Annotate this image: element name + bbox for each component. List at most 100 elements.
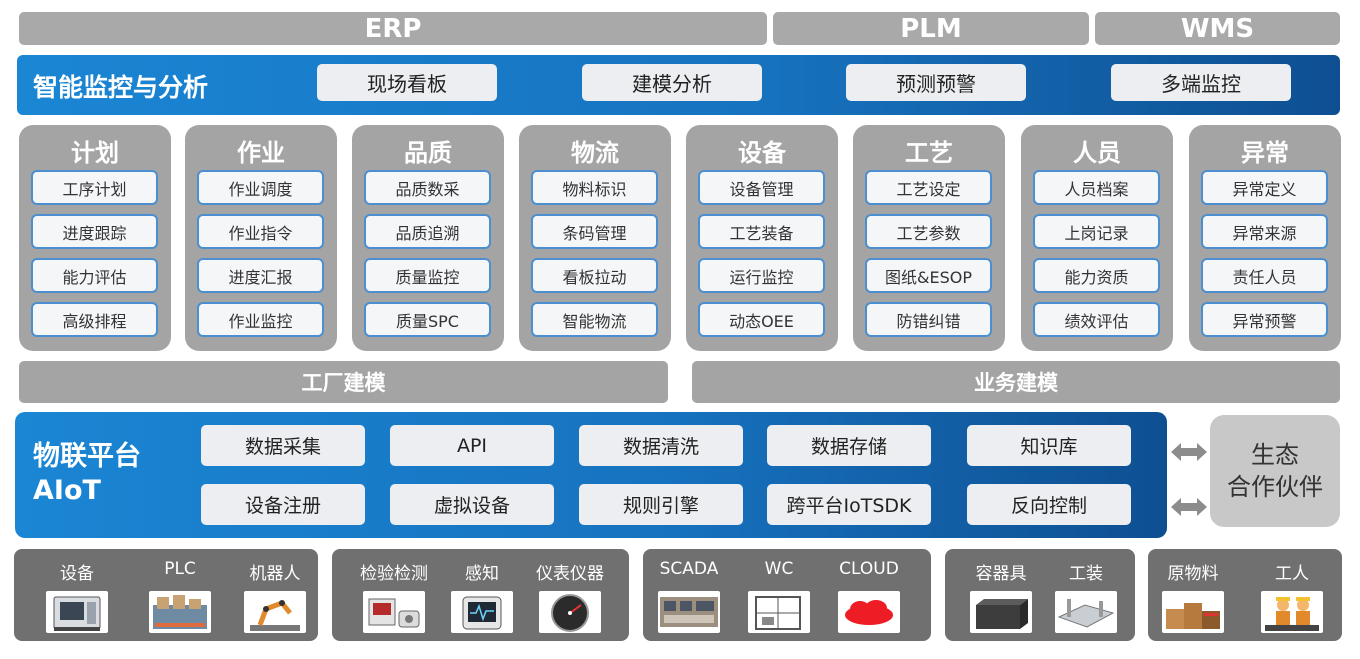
module-item[interactable]: 异常预警 <box>1201 302 1328 337</box>
monitoring-item[interactable]: 多端监控 <box>1111 64 1291 101</box>
iot-capability[interactable]: 数据清洗 <box>579 425 743 466</box>
device-group: 原物料 工人 <box>1148 549 1342 641</box>
module-column: 设备设备管理工艺装备运行监控动态OEE <box>686 125 838 351</box>
module-item[interactable]: 能力资质 <box>1033 258 1160 293</box>
iot-capability[interactable]: 跨平台IoTSDK <box>767 484 931 525</box>
module-title: 物流 <box>571 139 619 167</box>
container-icon <box>970 591 1032 633</box>
system-bar-erp: ERP <box>19 12 767 45</box>
cloud-icon <box>838 591 900 633</box>
double-arrow-icon <box>1171 443 1207 461</box>
double-arrow-icon <box>1171 498 1207 516</box>
device-label: 工人 <box>1275 564 1309 584</box>
module-item[interactable]: 防错纠错 <box>865 302 992 337</box>
module-column: 异常异常定义异常来源责任人员异常预警 <box>1189 125 1341 351</box>
monitoring-band: 智能监控与分析 现场看板 建模分析 预测预警 多端监控 <box>17 55 1340 115</box>
device-group: 检验检测 感知 仪表仪器 <box>332 549 629 641</box>
iot-platform: 物联平台 AIoT 数据采集 API 数据清洗数据存储知识库设备注册虚拟设备规则引擎… <box>15 412 1167 538</box>
module-item[interactable]: 工艺装备 <box>698 214 825 249</box>
device-label: 仪表仪器 <box>536 564 604 584</box>
factory-modeling-bar: 工厂建模 <box>19 361 668 403</box>
iot-capability[interactable]: API <box>390 425 554 466</box>
module-item[interactable]: 作业指令 <box>197 214 324 249</box>
device-label: 机器人 <box>249 564 301 584</box>
module-item[interactable]: 能力评估 <box>31 258 158 293</box>
module-item[interactable]: 进度汇报 <box>197 258 324 293</box>
iot-capability[interactable]: 数据采集 <box>201 425 365 466</box>
module-item[interactable]: 高级排程 <box>31 302 158 337</box>
module-item[interactable]: 责任人员 <box>1201 258 1328 293</box>
monitoring-title: 智能监控与分析 <box>33 73 209 102</box>
module-item[interactable]: 进度跟踪 <box>31 214 158 249</box>
ecosystem-partners: 生态 合作伙伴 <box>1210 415 1340 527</box>
gauge-icon <box>539 591 601 633</box>
module-title: 品质 <box>404 139 452 167</box>
module-item[interactable]: 物料标识 <box>531 170 658 205</box>
workcell-icon <box>748 591 810 633</box>
worker-icon <box>1261 591 1323 633</box>
system-bar-wms: WMS <box>1095 12 1340 45</box>
scada-icon <box>658 591 720 633</box>
monitoring-item[interactable]: 预测预警 <box>846 64 1026 101</box>
robot-arm-icon <box>244 591 306 633</box>
iot-capability[interactable]: 数据存储 <box>767 425 931 466</box>
module-item[interactable]: 上岗记录 <box>1033 214 1160 249</box>
device-label: 检验检测 <box>360 564 428 584</box>
device-label: 感知 <box>465 564 499 584</box>
raw-material-icon <box>1162 591 1224 633</box>
module-column: 工艺工艺设定工艺参数图纸&ESOP 防错纠错 <box>853 125 1005 351</box>
monitoring-item[interactable]: 建模分析 <box>582 64 762 101</box>
fixture-icon <box>1055 591 1117 633</box>
system-bar-plm: PLM <box>773 12 1089 45</box>
inspection-icon <box>363 591 425 633</box>
module-item[interactable]: 运行监控 <box>698 258 825 293</box>
device-label: 设备 <box>60 564 94 584</box>
module-item[interactable]: 设备管理 <box>698 170 825 205</box>
module-item[interactable]: 智能物流 <box>531 302 658 337</box>
device-label: 原物料 <box>1167 564 1219 584</box>
module-item[interactable]: 品质数采 <box>364 170 491 205</box>
module-item[interactable]: 作业监控 <box>197 302 324 337</box>
iot-capability[interactable]: 设备注册 <box>201 484 365 525</box>
module-item[interactable]: 质量SPC <box>364 302 491 337</box>
module-item[interactable]: 动态OEE <box>698 302 825 337</box>
module-item[interactable]: 条码管理 <box>531 214 658 249</box>
iot-capability[interactable]: 规则引擎 <box>579 484 743 525</box>
module-item[interactable]: 看板拉动 <box>531 258 658 293</box>
module-item[interactable]: 工序计划 <box>31 170 158 205</box>
module-title: 作业 <box>237 139 285 167</box>
module-title: 工艺 <box>905 139 953 167</box>
iot-title-cn: 物联平台 <box>33 441 141 472</box>
module-column: 物流物料标识条码管理看板拉动智能物流 <box>519 125 671 351</box>
device-label: WC <box>764 559 794 579</box>
device-label: 工装 <box>1069 564 1103 584</box>
device-label: SCADA <box>659 559 719 579</box>
cnc-machine-icon <box>46 591 108 633</box>
module-column: 品质品质数采品质追溯质量监控质量SPC <box>352 125 504 351</box>
device-label: PLC <box>164 559 196 579</box>
module-item[interactable]: 质量监控 <box>364 258 491 293</box>
iot-capability[interactable]: 虚拟设备 <box>390 484 554 525</box>
module-title: 人员 <box>1073 139 1121 167</box>
module-item[interactable]: 异常定义 <box>1201 170 1328 205</box>
module-item[interactable]: 品质追溯 <box>364 214 491 249</box>
iot-capability[interactable]: 知识库 <box>967 425 1131 466</box>
module-title: 设备 <box>738 139 786 167</box>
module-item[interactable]: 图纸&ESOP <box>865 258 992 293</box>
module-item[interactable]: 异常来源 <box>1201 214 1328 249</box>
business-modeling-bar: 业务建模 <box>692 361 1340 403</box>
module-column: 计划工序计划进度跟踪能力评估高级排程 <box>19 125 171 351</box>
ecosystem-line1: 生态 <box>1251 441 1299 469</box>
iot-title-en: AIoT <box>33 475 101 506</box>
device-label: 容器具 <box>975 564 1027 584</box>
module-item[interactable]: 作业调度 <box>197 170 324 205</box>
module-title: 异常 <box>1241 139 1289 167</box>
module-item[interactable]: 绩效评估 <box>1033 302 1160 337</box>
module-item[interactable]: 工艺参数 <box>865 214 992 249</box>
sensor-icon <box>451 591 513 633</box>
module-item[interactable]: 工艺设定 <box>865 170 992 205</box>
iot-capability[interactable]: 反向控制 <box>967 484 1131 525</box>
monitoring-item[interactable]: 现场看板 <box>317 64 497 101</box>
module-item[interactable]: 人员档案 <box>1033 170 1160 205</box>
